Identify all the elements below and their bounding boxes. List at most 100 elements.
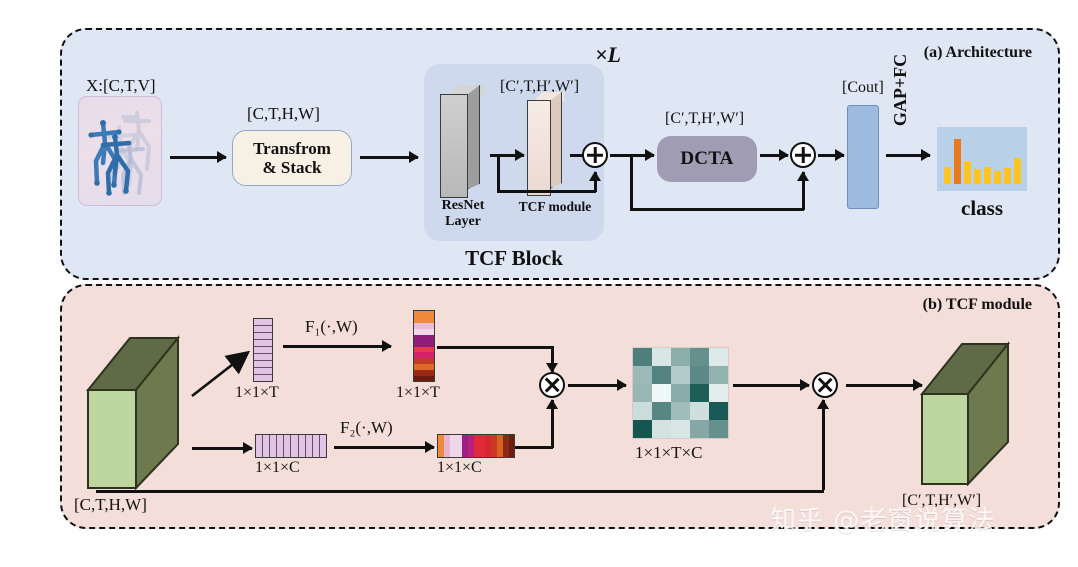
- vector-segment: [305, 435, 313, 457]
- dcta-shape-label: [C′,T,H′,W′]: [665, 110, 745, 127]
- vector-segment: [414, 334, 434, 341]
- panel-b-input-shape-label: [C,T,H,W]: [74, 495, 147, 514]
- heatmap-cell: [633, 366, 652, 384]
- tcf-residual-hline: [497, 190, 596, 193]
- tcf-residual-vline-left: [497, 154, 500, 192]
- heatmap-cell: [690, 384, 709, 402]
- pooled-temporal-label: 1×1×T: [235, 384, 279, 401]
- vector-segment: [254, 354, 272, 361]
- add-operator-2: [790, 142, 816, 168]
- chart-bar: [983, 166, 991, 184]
- panel-tcf-module: (b) TCF module: [60, 284, 1060, 529]
- watermark: 知乎 @老窗说算法: [770, 506, 996, 536]
- vector-segment: [467, 435, 474, 457]
- tcf-block-label: TCF Block: [465, 246, 563, 270]
- vector-segment: [414, 352, 434, 359]
- arrow-mul1-to-heatmap: [568, 384, 626, 387]
- resnet-label-line1: ResNet: [441, 198, 485, 213]
- transform-box-text: Transfrom & Stack: [253, 139, 331, 178]
- arrow-gapfc-to-class: [886, 154, 930, 157]
- heatmap-cell: [652, 402, 671, 420]
- vector-segment: [291, 435, 299, 457]
- heatmap-cell: [709, 366, 728, 384]
- heatmap-cell: [671, 366, 690, 384]
- weighted-temporal-vector: [413, 310, 435, 382]
- chart-bar: [1003, 168, 1011, 184]
- weighted-temporal-label: 1×1×T: [396, 384, 440, 401]
- vector-segment: [298, 435, 306, 457]
- heatmap-cell: [633, 402, 652, 420]
- vector-segment: [254, 375, 272, 381]
- arrow-f1: [283, 345, 391, 348]
- arrow-cube-to-bottom-branch: [192, 447, 252, 450]
- chart-bar: [953, 138, 961, 184]
- vector-segment: [254, 361, 272, 368]
- arrow-resnet-to-tcfmodule: [490, 154, 524, 157]
- line-weighted-t-to-mul: [437, 346, 553, 349]
- vector-segment: [414, 311, 434, 317]
- vector-segment: [449, 435, 456, 457]
- heatmap-cell: [633, 420, 652, 438]
- pooled-temporal-vector: [253, 318, 273, 382]
- dcta-residual-hline: [630, 208, 804, 211]
- heatmap-cell: [709, 420, 728, 438]
- vector-segment: [263, 435, 271, 457]
- multiply-operator-2: [812, 372, 838, 398]
- gap-fc-label: GAP+FC: [889, 53, 910, 127]
- vector-segment: [414, 370, 434, 377]
- input-shape-label: X:[C,T,V]: [86, 76, 156, 95]
- chart-bar: [963, 160, 971, 184]
- vector-segment: [438, 435, 444, 457]
- gap-fc-box[interactable]: GAP+FC: [847, 54, 910, 209]
- arrow-add2-to-gapfc: [818, 154, 844, 157]
- vector-segment: [254, 326, 272, 333]
- arrow-tcf-residual-up: [594, 172, 597, 192]
- vector-segment: [254, 347, 272, 354]
- line-weighted-c-to-mul: [515, 446, 553, 449]
- gapfc-shape-label: [Cout]: [842, 79, 884, 96]
- function-f2-label: F₂(·,W): [340, 418, 393, 437]
- identity-skip-vline: [822, 410, 825, 490]
- vector-segment: [473, 435, 480, 457]
- output-cube-svg: [919, 341, 1011, 487]
- add-operator-1: [582, 142, 608, 168]
- pooled-channel-vector: [255, 434, 327, 458]
- heatmap-cell: [652, 366, 671, 384]
- panel-b-output-shape-label: [C′,T,H′,W′]: [902, 492, 982, 509]
- heatmap-cell: [709, 384, 728, 402]
- vector-segment: [485, 435, 492, 457]
- arrow-transform-to-tcfblock: [360, 156, 418, 159]
- vector-segment: [414, 340, 434, 347]
- vector-segment: [319, 435, 326, 457]
- heatmap-cell: [671, 420, 690, 438]
- vector-segment: [254, 368, 272, 375]
- skeleton-input-image: [78, 96, 162, 206]
- heatmap-cell: [671, 384, 690, 402]
- transform-output-shape-label: [C,T,H,W]: [247, 104, 320, 123]
- chart-bar: [1013, 157, 1021, 184]
- chart-bar: [973, 168, 981, 184]
- arrow-cube-to-top-branch: [191, 350, 251, 398]
- vector-segment: [491, 435, 498, 457]
- tcf-block-shape-label: [C′,T,H′,W′]: [500, 78, 580, 95]
- heatmap-cell: [709, 402, 728, 420]
- heatmap-cell: [690, 402, 709, 420]
- tcf-module-slab[interactable]: [527, 92, 567, 196]
- resnet-layer-slab[interactable]: [440, 85, 484, 198]
- arrow-input-to-transform: [170, 156, 226, 159]
- chart-bar: [993, 171, 1001, 184]
- weighted-channel-vector: [437, 434, 515, 458]
- function-f1-label: F₁(·,W): [305, 317, 358, 336]
- arrow-weighted-t-down: [551, 346, 554, 372]
- dcta-label: DCTA: [680, 148, 734, 169]
- arrow-dcta-residual-up: [802, 172, 805, 210]
- resnet-layer-label: ResNet Layer: [432, 198, 494, 229]
- input-feature-cube: [85, 332, 206, 491]
- vector-segment: [414, 328, 434, 335]
- arrow-dcta-to-add2: [760, 154, 788, 157]
- dcta-box[interactable]: DCTA: [657, 136, 757, 182]
- transform-stack-box[interactable]: Transfrom & Stack: [232, 130, 352, 186]
- arrow-f2: [334, 446, 434, 449]
- resnet-label-line2: Layer: [445, 213, 481, 229]
